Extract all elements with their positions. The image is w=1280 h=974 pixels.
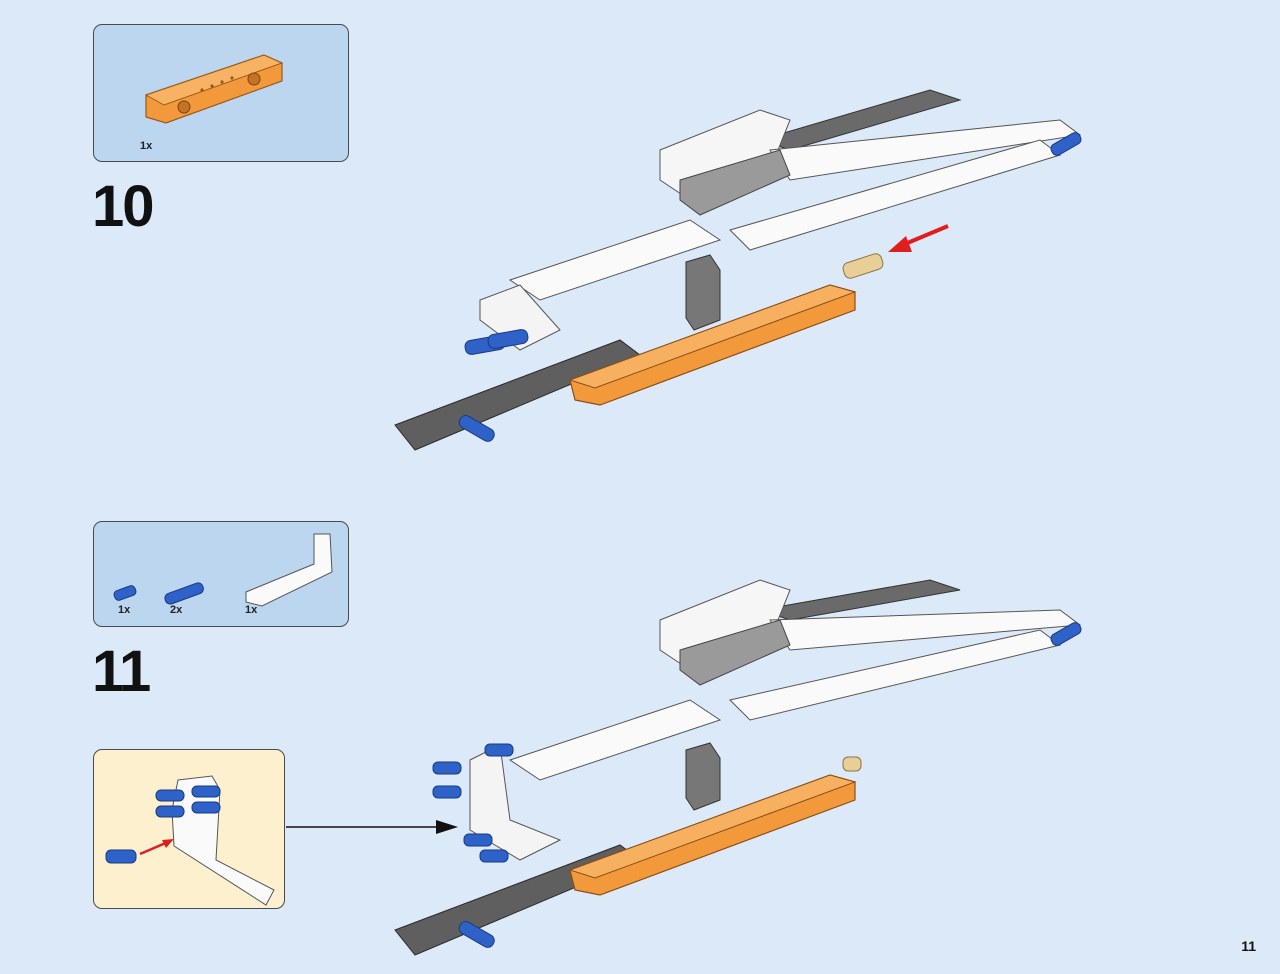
part-qty: 1x	[118, 604, 131, 616]
part-qty: 2x	[170, 604, 183, 616]
insertion-arrow	[904, 224, 949, 246]
page-number: 11	[1241, 938, 1256, 954]
part-qty: 1x	[140, 140, 153, 152]
subassembly-box	[93, 749, 285, 909]
step-number: 11	[92, 639, 151, 704]
part-qty: 1x	[245, 604, 258, 616]
step-11-parts-box: 1x 2x 1x	[93, 521, 349, 627]
blue-axle-pin-part-icon	[113, 533, 333, 607]
subassembly-illustration	[105, 775, 275, 906]
step-10-parts-box: 1x	[93, 24, 349, 162]
orange-panel-part-icon	[144, 54, 284, 124]
step-number: 10	[92, 174, 154, 239]
